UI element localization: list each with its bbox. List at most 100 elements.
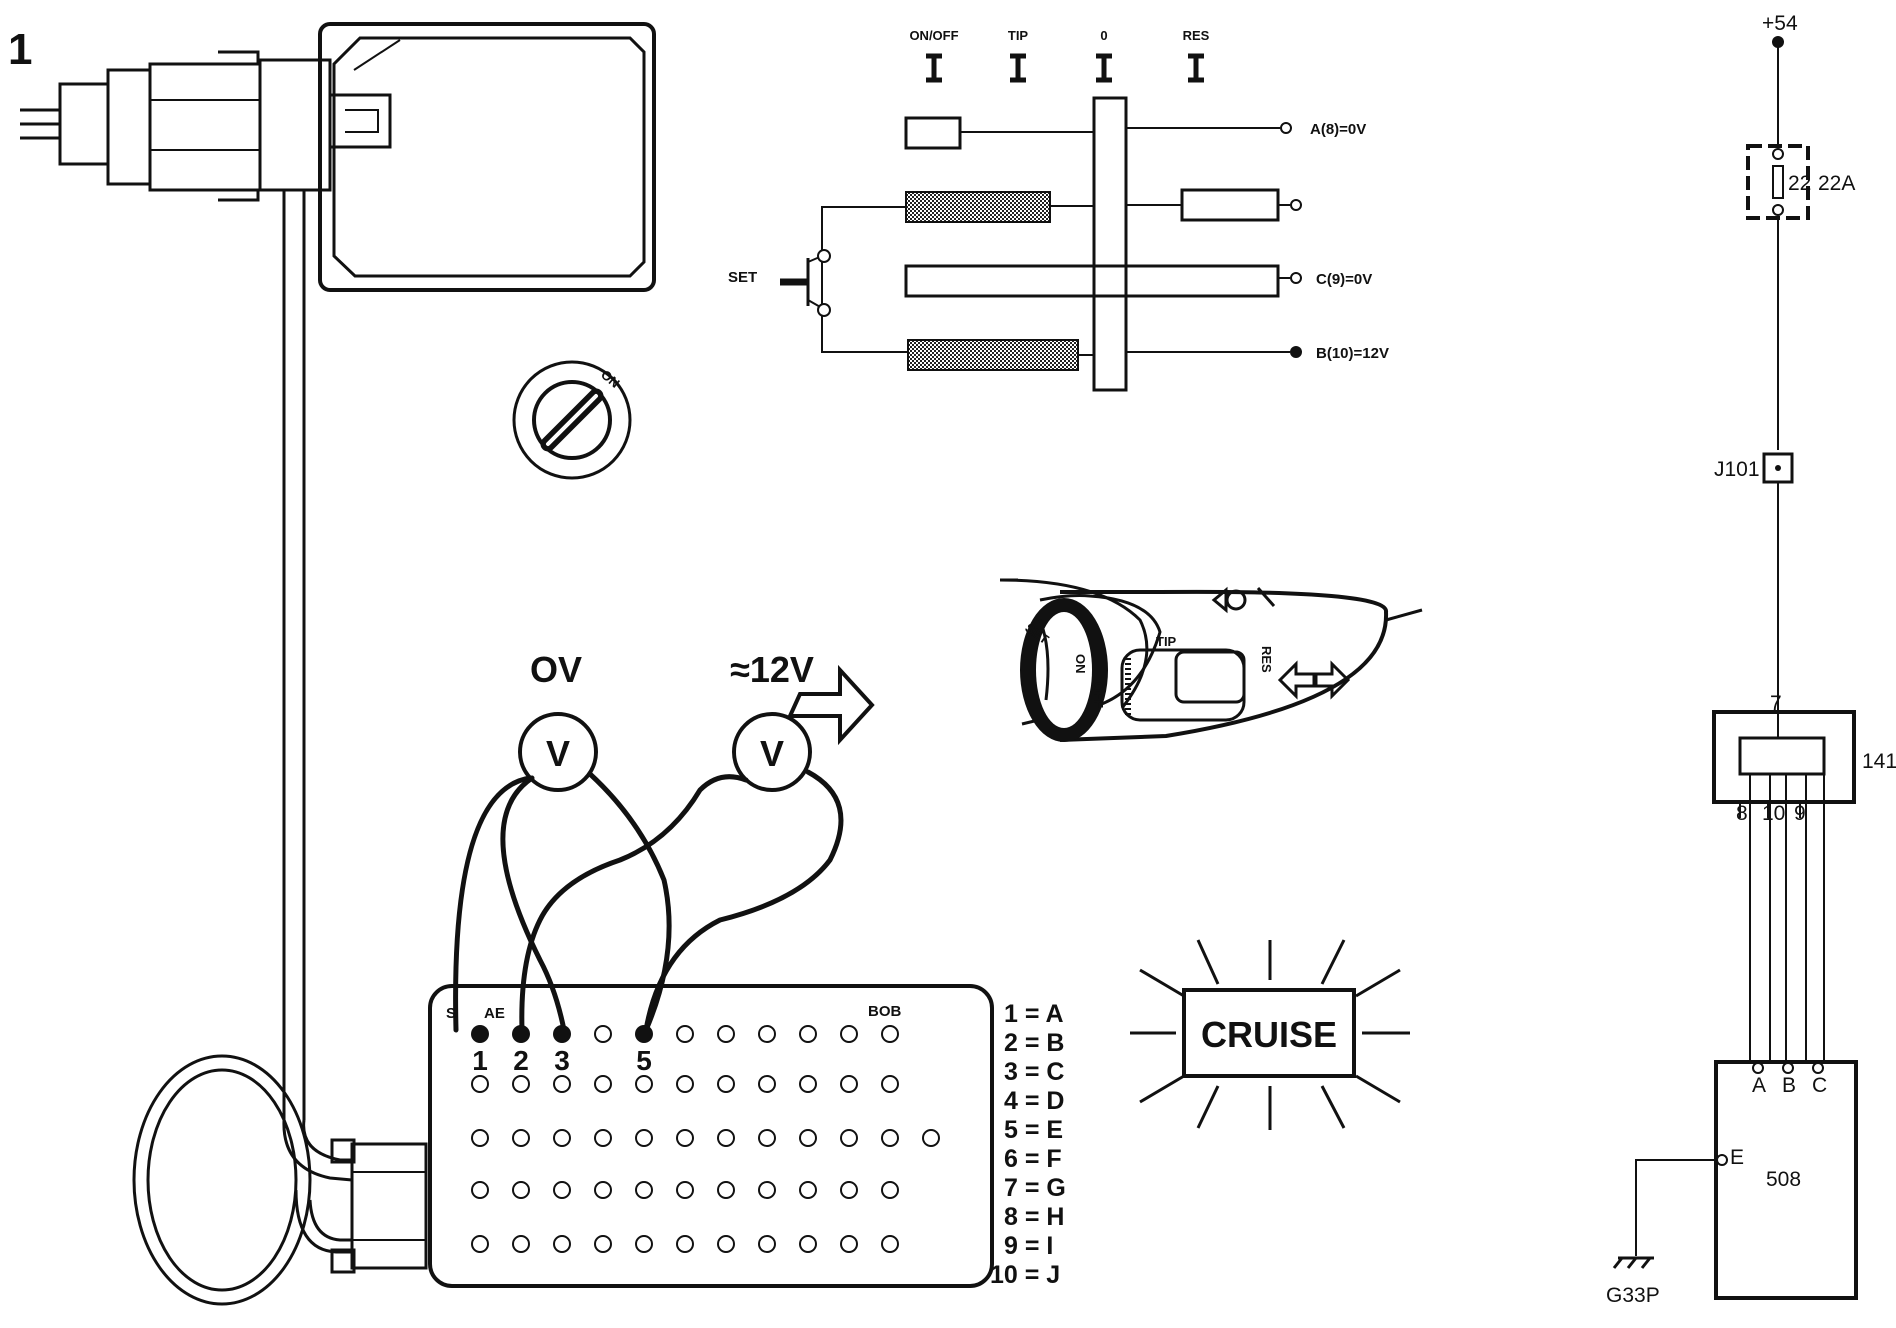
- module-label: 508: [1766, 1168, 1801, 1191]
- bob-label-ae: AE: [484, 1005, 505, 1022]
- module-pin-c: C: [1812, 1074, 1827, 1097]
- voltmeter-right: V: [732, 712, 812, 792]
- pin-map-row: 4 = D: [1004, 1087, 1064, 1115]
- control-module: [318, 22, 656, 292]
- bob-hole: [594, 1075, 612, 1093]
- bob-hole: [553, 1181, 571, 1199]
- figure-number: 1: [8, 25, 32, 74]
- bob-hole: [758, 1025, 776, 1043]
- bob-hole: [635, 1075, 653, 1093]
- pin-map-row: 2 = B: [1004, 1029, 1064, 1057]
- bob-hole: [799, 1075, 817, 1093]
- bob-hole: [881, 1235, 899, 1253]
- bob-hole: [676, 1235, 694, 1253]
- bob-hole-grid: [471, 1025, 940, 1253]
- pin-map-row: 9 = I: [1004, 1232, 1053, 1260]
- switch-schematic: ON/OFF TIP 0 RES A(8)=0V C(9)=0V: [728, 28, 1389, 392]
- bob-hole: [799, 1025, 817, 1043]
- bob-hole: [799, 1235, 817, 1253]
- bob-hole: [635, 1235, 653, 1253]
- bob-hole: [512, 1129, 530, 1147]
- stalk-on-label: ON: [1073, 654, 1088, 674]
- bob-hole: [840, 1075, 858, 1093]
- bob-hole: [717, 1075, 735, 1093]
- module-connector-plug: [20, 50, 392, 202]
- pin-map-row: 1 = A: [1004, 1000, 1064, 1028]
- bob-hole: [758, 1075, 776, 1093]
- bob-hole: [676, 1129, 694, 1147]
- bob-label-s: S: [446, 1005, 456, 1022]
- bob-hole: [676, 1075, 694, 1093]
- pin-map-row: 3 = C: [1004, 1058, 1064, 1086]
- pin-map-row: 10 = J: [990, 1261, 1060, 1289]
- position-label-on-off: ON/OFF: [909, 28, 958, 43]
- breakout-box: [428, 984, 994, 1288]
- test-cable: [132, 190, 353, 1306]
- voltmeter-right-reading: ≈12V: [730, 649, 814, 690]
- bob-hole: [471, 1235, 489, 1253]
- bob-hole: [840, 1129, 858, 1147]
- output-b-label: B(10)=12V: [1316, 345, 1389, 362]
- bob-hole: [717, 1235, 735, 1253]
- voltmeter-right-symbol: V: [760, 733, 784, 774]
- bob-hole: [553, 1129, 571, 1147]
- bob-hole: [635, 1129, 653, 1147]
- bob-pin-3: 3: [554, 1045, 570, 1076]
- bob-hole: [512, 1235, 530, 1253]
- set-button-label: SET: [728, 269, 757, 286]
- bob-hole: [676, 1025, 694, 1043]
- bob-hole: [471, 1129, 489, 1147]
- switch-pin-9: 9: [1794, 802, 1806, 825]
- bob-hole: [758, 1129, 776, 1147]
- bob-connector: [330, 1138, 428, 1274]
- ignition-switch: [512, 360, 632, 480]
- pin-map-row: 6 = F: [1004, 1145, 1062, 1173]
- pin-map: 1 = A 2 = B 3 = C 4 = D 5 = E 6 = F 7 = …: [990, 1000, 1066, 1289]
- bob-hole: [881, 1129, 899, 1147]
- output-a-label: A(8)=0V: [1310, 121, 1366, 138]
- bob-hole: [717, 1025, 735, 1043]
- stalk-res-label: RES: [1259, 646, 1274, 673]
- bob-hole: [553, 1075, 571, 1093]
- bob-hole: [840, 1235, 858, 1253]
- bob-hole: [840, 1181, 858, 1199]
- bob-hole: [799, 1129, 817, 1147]
- pin-map-row: 5 = E: [1004, 1116, 1063, 1144]
- bob-pin-1: 1: [472, 1045, 488, 1076]
- test-leads: [453, 769, 844, 1033]
- bob-hole: [922, 1129, 940, 1147]
- bob-hole: [881, 1181, 899, 1199]
- module-pin-b: B: [1782, 1074, 1796, 1097]
- pin-map-row: 8 = H: [1004, 1203, 1064, 1231]
- output-c-label: C(9)=0V: [1316, 271, 1372, 288]
- switch-pin-10: 10: [1762, 802, 1785, 825]
- bob-hole: [512, 1075, 530, 1093]
- position-label-tip: TIP: [1008, 28, 1029, 43]
- bob-hole: [717, 1129, 735, 1147]
- bob-hole: [758, 1235, 776, 1253]
- voltmeter-left: V: [518, 712, 598, 792]
- voltmeter-left-reading: OV: [530, 649, 582, 690]
- supply-label: +54: [1762, 12, 1798, 35]
- bob-hole: [594, 1129, 612, 1147]
- bob-pin-2: 2: [513, 1045, 529, 1076]
- switch-pin-8: 8: [1736, 802, 1748, 825]
- bob-hole: [758, 1181, 776, 1199]
- cruise-lamp-label: CRUISE: [1201, 1014, 1337, 1055]
- bob-hole: [676, 1181, 694, 1199]
- bob-hole: [471, 1181, 489, 1199]
- position-label-zero: 0: [1100, 28, 1107, 43]
- switch-pin-top: 7: [1770, 692, 1782, 715]
- module-pin-a: A: [1752, 1074, 1766, 1097]
- bob-hole: [594, 1025, 612, 1043]
- cruise-stalk: [786, 578, 1423, 746]
- cruise-lamp-rays: [1130, 939, 1410, 1130]
- position-markers: [926, 53, 1204, 83]
- bob-hole: [840, 1025, 858, 1043]
- stalk-tip-label: TIP: [1156, 634, 1177, 649]
- fuse-label: 22A: [1818, 172, 1855, 195]
- bob-hole: [881, 1075, 899, 1093]
- bob-hole: [471, 1075, 489, 1093]
- stalk-off-label: OFF: [1091, 682, 1106, 708]
